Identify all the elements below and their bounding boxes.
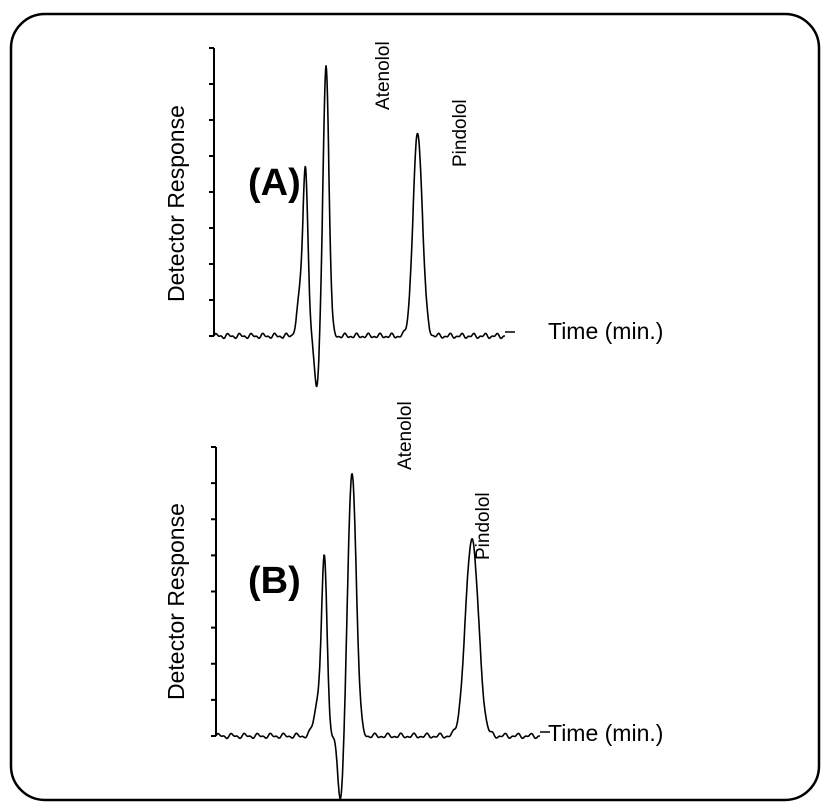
x-axis-label-b: Time (min.) (548, 720, 664, 746)
chromatogram-trace-b (215, 472, 541, 800)
panel-label-b: (B) (248, 560, 301, 602)
panel-label-a: (A) (248, 162, 301, 204)
x-axis-label-a: Time (min.) (548, 318, 664, 344)
chromatogram-trace-a (213, 65, 506, 388)
